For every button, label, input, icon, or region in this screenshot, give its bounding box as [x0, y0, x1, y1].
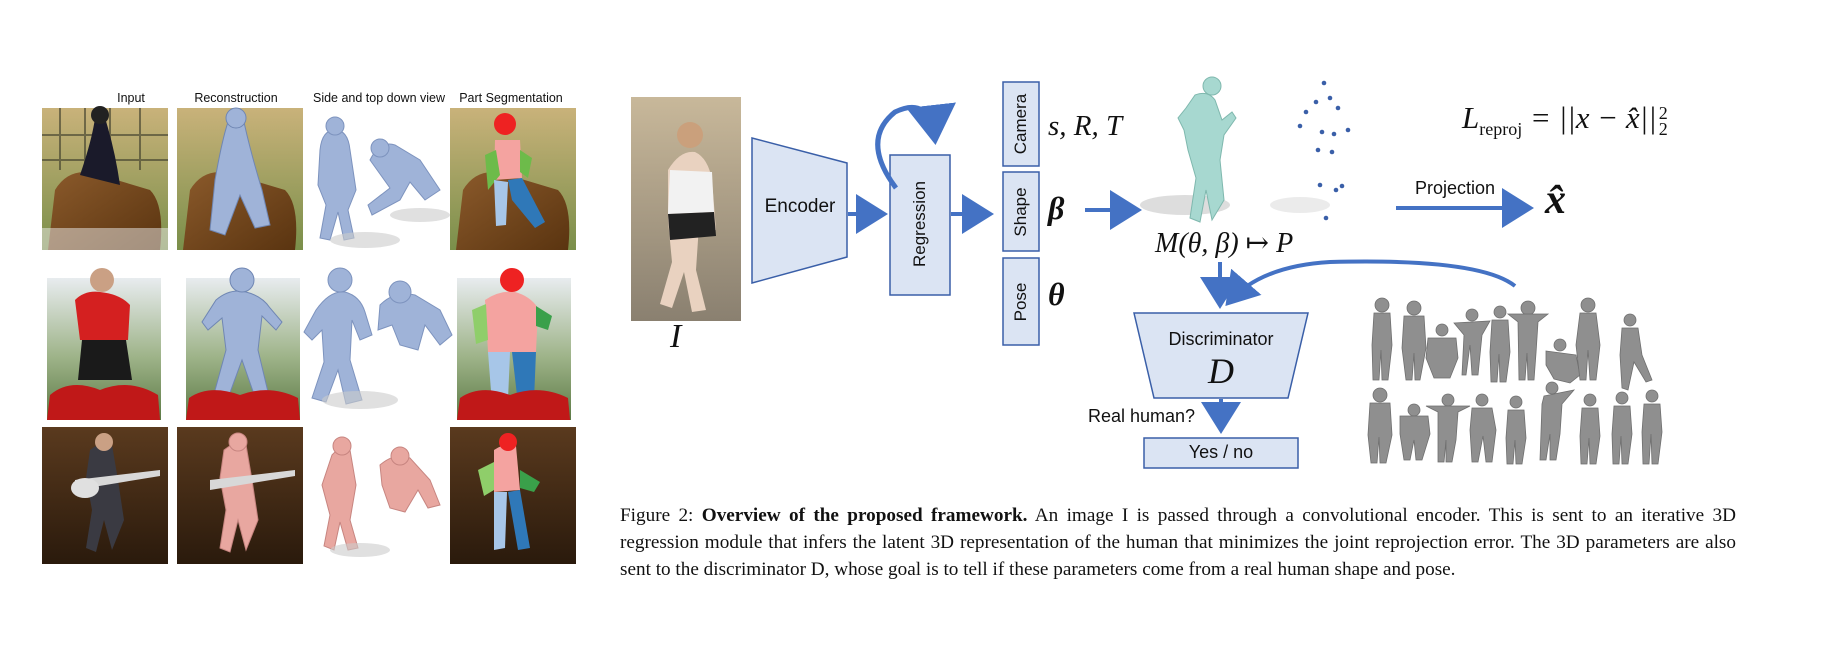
figure-caption: Figure 2: Overview of the proposed frame… — [620, 502, 1736, 583]
shape-box — [1002, 171, 1040, 252]
arrow-dataset-discriminator — [1225, 259, 1517, 307]
caption-prefix: Figure 2: — [620, 505, 702, 526]
regression-box — [889, 154, 951, 296]
encoder-label: Encoder — [764, 196, 836, 217]
camera-box — [1002, 81, 1040, 167]
discriminator-label: Discriminator — [1168, 329, 1274, 349]
pose-box — [1002, 257, 1040, 346]
yes-no-box — [1143, 437, 1299, 469]
input-image — [631, 97, 741, 321]
loss-lhs: L — [1462, 100, 1480, 135]
camera-params: s, R, T — [1048, 110, 1123, 142]
iteration-loop-arrow — [875, 102, 956, 190]
header-input: Input — [117, 91, 145, 105]
regression-label: Regression — [910, 181, 929, 267]
loss-superscript: 2 — [1658, 102, 1668, 123]
loss-subscript-2: 2 — [1658, 118, 1668, 139]
real-human-question: Real human? — [1088, 406, 1196, 426]
camera-label: Camera — [1011, 93, 1030, 155]
yes-no-label: Yes / no — [1188, 442, 1254, 462]
caption-text: An image I is passed through a convoluti… — [620, 505, 1736, 580]
mesh-3d-figure — [1140, 76, 1237, 223]
discriminator-box — [1133, 312, 1309, 399]
caption-bold: Overview of the proposed framework. — [701, 505, 1028, 526]
encoder-box — [751, 137, 848, 284]
pose-symbol: θ — [1048, 276, 1065, 312]
loss-rhs: = ||x − x̂|| — [1529, 100, 1657, 135]
pose-label: Pose — [1011, 282, 1030, 322]
real-human-meshes — [1367, 297, 1663, 465]
header-reconstruction: Reconstruction — [194, 91, 278, 105]
shape-label: Shape — [1011, 187, 1030, 237]
header-part-segmentation: Part Segmentation — [459, 91, 563, 105]
projection-label: Projection — [1415, 178, 1496, 198]
projection-output: x̂ — [1545, 177, 1566, 223]
image-symbol: I — [670, 318, 682, 355]
loss-subscript: reproj — [1479, 119, 1523, 140]
keypoints — [1297, 80, 1351, 221]
mesh-mapping: M(θ, β) ↦ P — [1155, 228, 1294, 259]
header-side-top-view: Side and top down view — [312, 91, 446, 105]
discriminator-symbol: D — [1208, 351, 1234, 391]
shape-symbol: β — [1048, 190, 1065, 226]
